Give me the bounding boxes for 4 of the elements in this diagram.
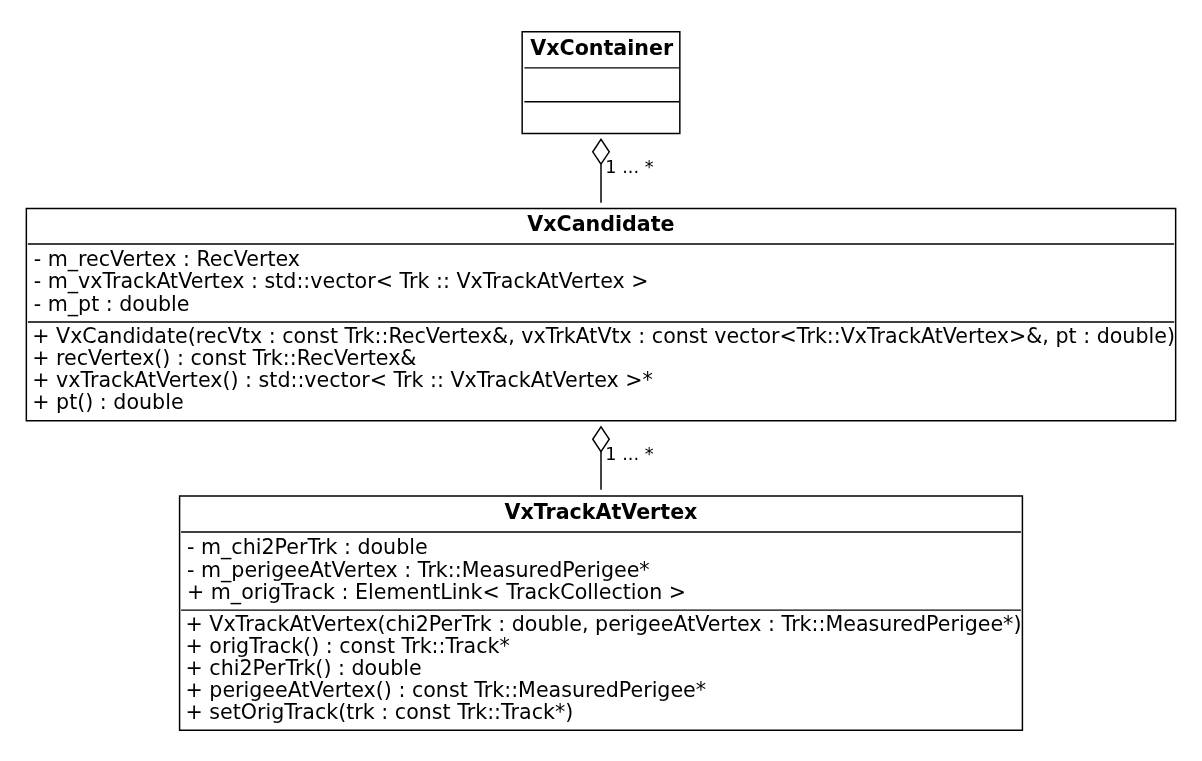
connector [591, 137, 611, 203]
connector [591, 425, 611, 490]
edge-label: 1 ... * [605, 156, 654, 177]
edge-label: 1 ... * [605, 443, 654, 464]
